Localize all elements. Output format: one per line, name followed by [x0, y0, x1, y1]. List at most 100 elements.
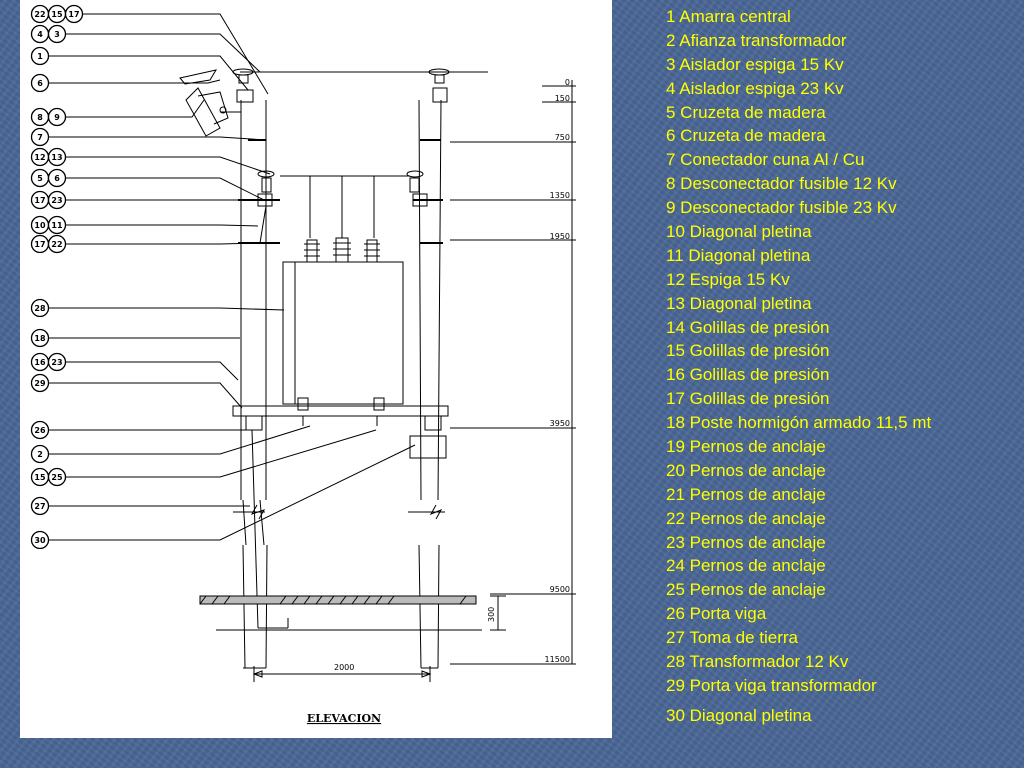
- level-label-1950: 1950: [550, 232, 570, 241]
- callout-number: 15: [51, 10, 63, 19]
- depth-dimension: 300: [487, 607, 496, 622]
- ground-line: [199, 595, 482, 631]
- callout-number: 2: [37, 450, 43, 459]
- width-dimension: 2000: [334, 663, 354, 672]
- callout-number: 27: [34, 502, 45, 511]
- legend-item: 26 Porta viga: [666, 604, 767, 624]
- legend-item: 6 Cruzeta de madera: [666, 126, 826, 146]
- left-pole: [233, 100, 268, 669]
- callout-22-15-17: 22 15 17: [30, 4, 269, 95]
- level-label-0: 0: [565, 78, 570, 87]
- transformer: [232, 237, 449, 417]
- legend-item: 29 Porta viga transformador: [666, 675, 877, 695]
- callout-number: 17: [68, 10, 79, 19]
- level-label-150: 150: [555, 94, 570, 103]
- callout-number: 30: [34, 536, 46, 545]
- legend-item: 21 Pernos de anclaje: [666, 484, 826, 504]
- callout-number: 22: [34, 10, 45, 19]
- callout-27: 27: [30, 496, 250, 516]
- legend-item: 2 Afianza transformador: [666, 30, 847, 50]
- callout-6: 6: [30, 73, 221, 93]
- legend-item: 12 Espiga 15 Kv: [666, 269, 790, 289]
- callout-number: 29: [34, 379, 46, 388]
- legend-item: 16 Golillas de presión: [666, 365, 830, 385]
- legend-item: 4 Aislador espiga 23 Kv: [666, 78, 844, 98]
- callout-number: 1: [37, 52, 43, 61]
- level-label-9500: 9500: [550, 585, 570, 594]
- level-labels: 0 150 750 1350 1950 3950 9500 11500: [545, 78, 570, 664]
- callout-number: 26: [34, 426, 46, 435]
- callout-10-11: 10 11: [30, 215, 259, 235]
- callout-number: 22: [51, 240, 62, 249]
- callout-number: 5: [37, 174, 43, 183]
- legend-item: 5 Cruzeta de madera: [666, 102, 826, 122]
- level-label-1350: 1350: [550, 191, 570, 200]
- legend-item: 1 Amarra central: [666, 7, 791, 26]
- component-legend: 1 Amarra central 2 Afianza transformador 3…: [666, 5, 1016, 728]
- callout-2: 2: [30, 425, 311, 464]
- legend-item: 27 Toma de tierra: [666, 628, 798, 648]
- crossarms: [238, 139, 443, 244]
- callout-7: 7: [30, 127, 267, 147]
- callout-number: 11: [51, 221, 63, 230]
- callout-26: 26: [30, 420, 248, 440]
- callout-30: 30: [30, 444, 416, 550]
- callout-number: 23: [51, 196, 62, 205]
- callout-number: 17: [34, 196, 45, 205]
- callout-number: 28: [34, 304, 46, 313]
- legend-item: 19 Pernos de anclaje: [666, 437, 826, 457]
- callout-number: 17: [34, 240, 45, 249]
- callout-number: 15: [34, 473, 46, 482]
- callout-number: 18: [34, 334, 46, 343]
- legend-item: 30 Diagonal pletina: [666, 705, 812, 725]
- callout-number: 6: [54, 174, 60, 183]
- callout-number: 7: [37, 133, 43, 142]
- legend-item: 18 Poste hormigón armado 11,5 mt: [666, 413, 932, 433]
- legend-item: 3 Aislador espiga 15 Kv: [666, 54, 844, 74]
- legend-item: 13 Diagonal pletina: [666, 293, 812, 313]
- legend-item: 8 Desconectador fusible 12 Kv: [666, 174, 897, 194]
- legend-item: 17 Golillas de presión: [666, 389, 830, 409]
- legend-item: 7 Conectador cuna Al / Cu: [666, 150, 865, 170]
- legend-item: 23 Pernos de anclaje: [666, 532, 826, 552]
- callout-number: 10: [34, 221, 46, 230]
- legend-item: 10 Diagonal pletina: [666, 222, 812, 242]
- legend-item: 24 Pernos de anclaje: [666, 556, 826, 576]
- legend-item: 9 Desconectador fusible 23 Kv: [666, 198, 897, 218]
- callout-number: 23: [51, 358, 62, 367]
- callout-28: 28: [30, 298, 285, 318]
- drawing-title: ELEVACION: [307, 712, 381, 725]
- callout-number: 13: [51, 153, 62, 162]
- callout-number: 9: [54, 113, 60, 122]
- callout-number: 12: [34, 153, 45, 162]
- callout-12-13: 12 13: [30, 147, 271, 175]
- dimension-lines: [252, 80, 576, 682]
- legend-item: 20 Pernos de anclaje: [666, 460, 826, 480]
- legend-item: 22 Pernos de anclaje: [666, 508, 826, 528]
- legend-item: 15 Golillas de presión: [666, 341, 830, 361]
- legend-item: 28 Transformador 12 Kv: [666, 652, 849, 672]
- top-conductor: [232, 68, 488, 103]
- right-pole: [408, 99, 445, 669]
- callout-number: 3: [54, 30, 60, 39]
- legend-item: 25 Pernos de anclaje: [666, 580, 826, 600]
- callout-number: 16: [34, 358, 46, 367]
- callout-29: 29: [30, 373, 243, 409]
- callout-number: 4: [37, 30, 43, 39]
- callout-number: 6: [37, 79, 43, 88]
- legend-item: 14 Golillas de presión: [666, 317, 830, 337]
- callout-number: 25: [51, 473, 63, 482]
- callout-1: 1: [30, 46, 249, 91]
- drop-leads: [280, 175, 410, 238]
- callout-number: 8: [37, 113, 43, 122]
- level-label-3950: 3950: [550, 419, 570, 428]
